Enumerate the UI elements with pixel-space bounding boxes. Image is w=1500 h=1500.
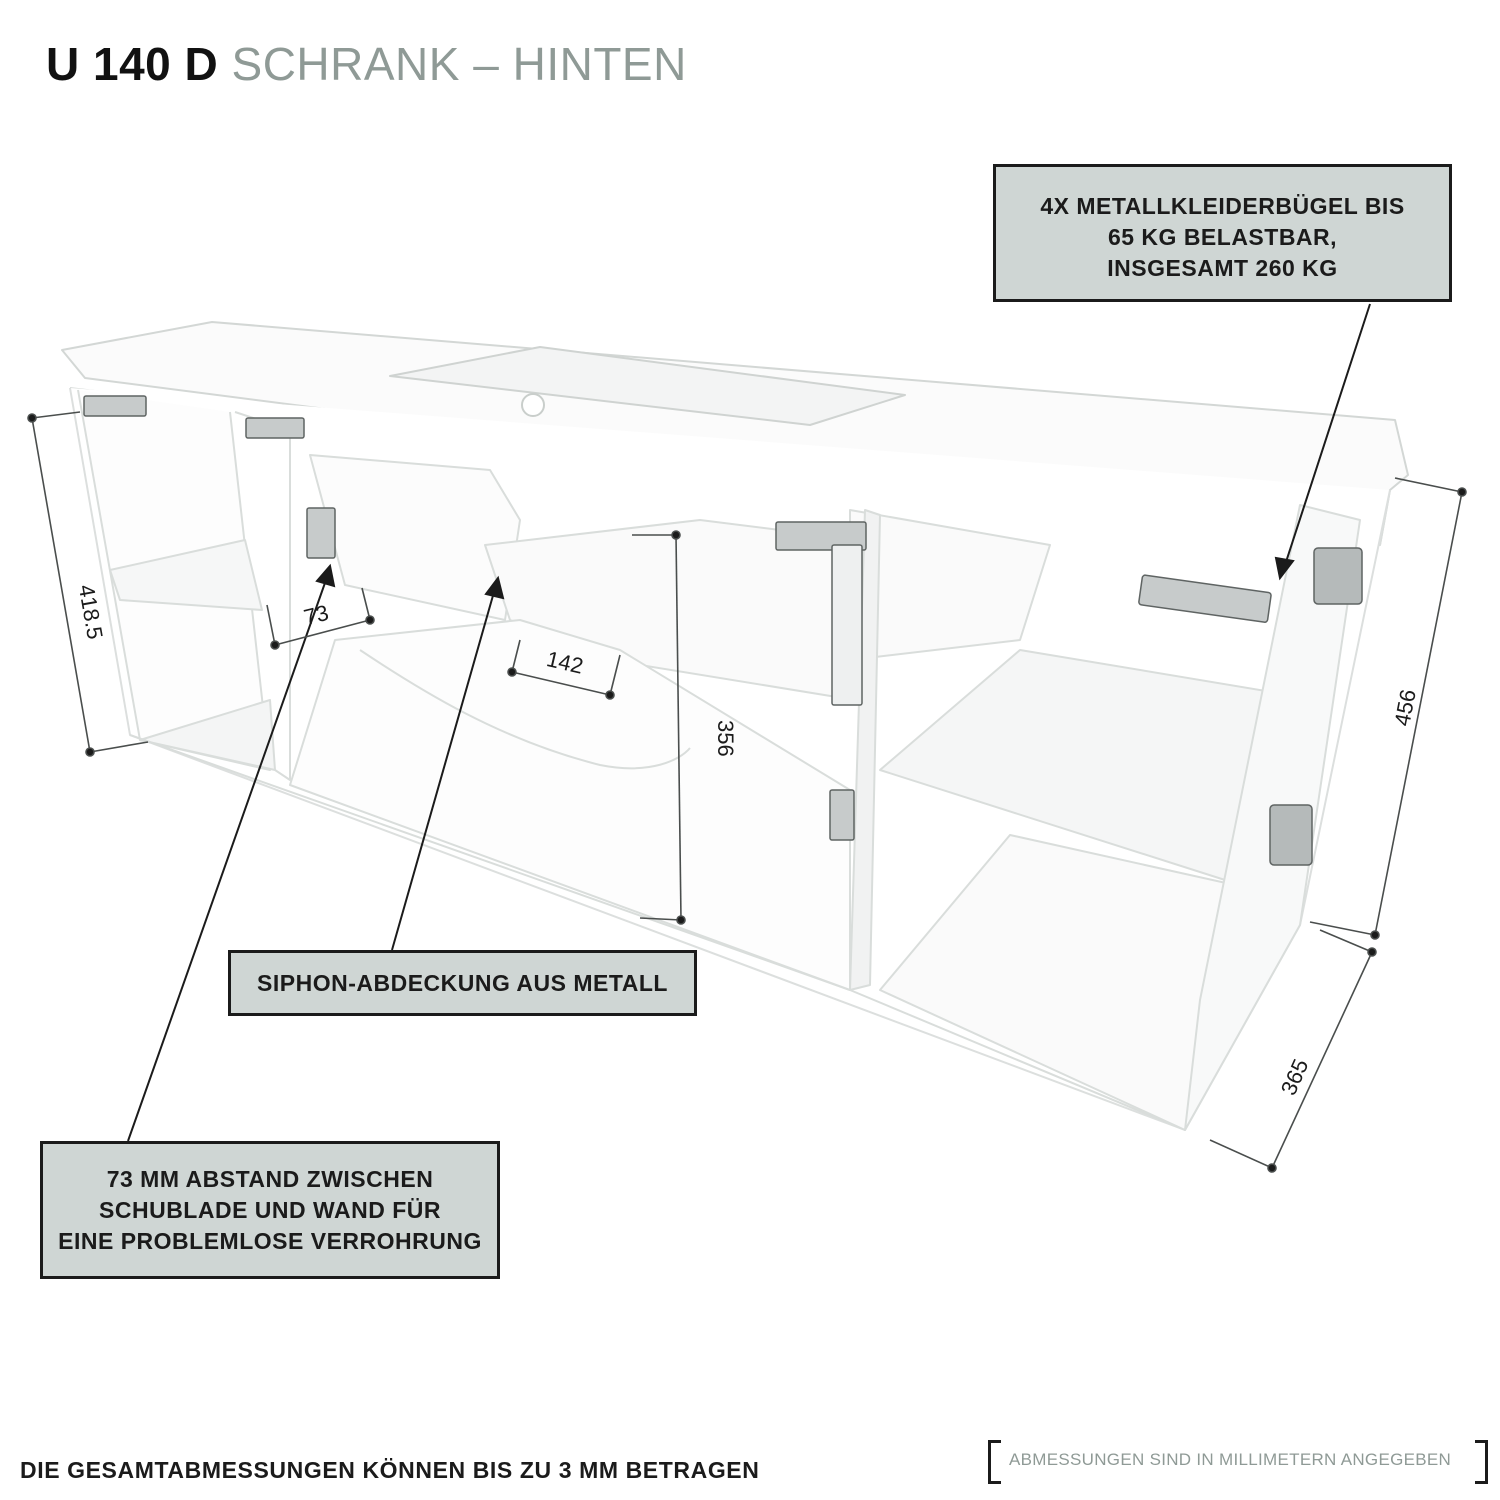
callout-gap-line-2: SCHUBLADE UND WAND FÜR: [99, 1197, 441, 1223]
dim-line-depth: [511, 671, 611, 696]
dim-label-gap: 73: [301, 600, 331, 630]
arrowhead-gap: [315, 563, 336, 588]
callout-gap: 73 MM ABSTAND ZWISCHEN SCHUBLADE UND WAN…: [40, 1141, 500, 1279]
bracket-left-top: [991, 1440, 1001, 1443]
dim-line-right: [1374, 491, 1463, 936]
units-note: ABMESSUNGEN SIND IN MILLIMETERN ANGEGEBE…: [988, 1440, 1488, 1484]
title-code: U 140 D: [46, 38, 219, 90]
dim-line-inner: [675, 534, 682, 921]
bracket-left-bottom: [991, 1481, 1001, 1484]
bracket-right-top: [1475, 1440, 1485, 1443]
lower-drawer-curve: [359, 649, 691, 770]
leader-hangers: [1284, 303, 1371, 566]
right-divider: [849, 509, 881, 991]
title-subtitle: SCHRANK – HINTEN: [231, 38, 687, 90]
left-shelf: [109, 539, 263, 611]
dim-label-inner: 356: [713, 720, 738, 757]
callout-gap-line-3: EINE PROBLEMLOSE VERROHRUNG: [58, 1228, 482, 1254]
hanger-bracket: [1138, 574, 1272, 623]
drawer-runner: [831, 544, 863, 706]
callout-hangers-line-3: INSGESAMT 260 KG: [1107, 255, 1338, 281]
leader-siphon: [391, 591, 495, 951]
drain-hole: [521, 393, 545, 417]
callout-gap-line-1: 73 MM ABSTAND ZWISCHEN: [106, 1166, 434, 1192]
callout-hangers-line-1: 4X METALLKLEIDERBÜGEL BIS: [1040, 193, 1405, 219]
dim-label-left: 418.5: [74, 583, 108, 642]
drawer-slide-left: [306, 507, 336, 559]
dim-line-left: [31, 417, 91, 753]
hinge-left-top: [83, 395, 147, 417]
left-bottom: [139, 699, 276, 771]
callout-siphon: SIPHON-ABDECKUNG AUS METALL: [228, 950, 697, 1016]
leader-gap: [127, 579, 327, 1142]
drawer-slide-right: [775, 521, 867, 551]
footer-tolerance-note: DIE GESAMTABMESSUNGEN KÖNNEN BIS ZU 3 MM…: [20, 1457, 760, 1483]
arrowhead-siphon: [484, 575, 505, 600]
basin-top: [389, 346, 906, 426]
dim-line-gap: [274, 619, 371, 646]
hinge-left-mid: [245, 417, 305, 439]
runner-lower: [829, 789, 855, 841]
hanger-mount-top: [1313, 547, 1363, 605]
hanger-mount-bottom: [1269, 804, 1313, 866]
page-title: U 140 D SCHRANK – HINTEN: [46, 36, 687, 92]
dim-line-side: [1271, 951, 1373, 1169]
bracket-right-bottom: [1475, 1481, 1485, 1484]
callout-hangers-line-2: 65 KG BELASTBAR,: [1107, 224, 1338, 250]
arrowhead-hangers: [1274, 556, 1295, 581]
callout-siphon-line-1: SIPHON-ABDECKUNG AUS METALL: [257, 970, 668, 996]
units-note-text: ABMESSUNGEN SIND IN MILLIMETERN ANGEGEBE…: [1009, 1450, 1452, 1469]
callout-hangers: 4X METALLKLEIDERBÜGEL BIS 65 KG BELASTBA…: [993, 164, 1452, 302]
